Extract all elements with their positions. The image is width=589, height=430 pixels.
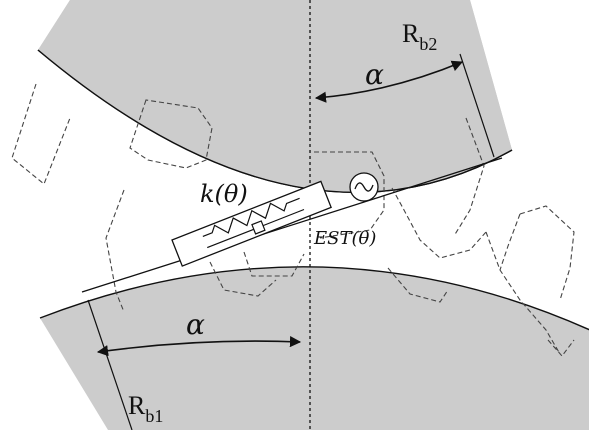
lower-gear-body <box>40 266 589 430</box>
error-label: EST(θ) <box>313 228 376 249</box>
lower-angle-arrow <box>96 336 302 357</box>
line-of-action <box>81 157 503 293</box>
lower-gear-radius-line <box>87 299 133 430</box>
ac-source-icon <box>349 172 379 202</box>
spring-icon <box>202 197 300 238</box>
stiffness-label: k(θ) <box>200 180 248 208</box>
damper-icon <box>251 220 266 235</box>
lower-angle-label: α <box>186 308 205 341</box>
tooth-outlines <box>11 83 575 357</box>
lower-gear-base-circle <box>39 266 589 331</box>
upper-gear-radius-line <box>459 53 495 158</box>
upper-radius-label: Rb2 <box>402 19 437 54</box>
upper-gear-fill-arc <box>38 0 512 193</box>
spring-damper-element <box>171 180 332 267</box>
upper-angle-arrow <box>314 60 464 103</box>
lower-radius-label: Rb1 <box>128 391 163 426</box>
upper-angle-label: α <box>365 58 384 91</box>
